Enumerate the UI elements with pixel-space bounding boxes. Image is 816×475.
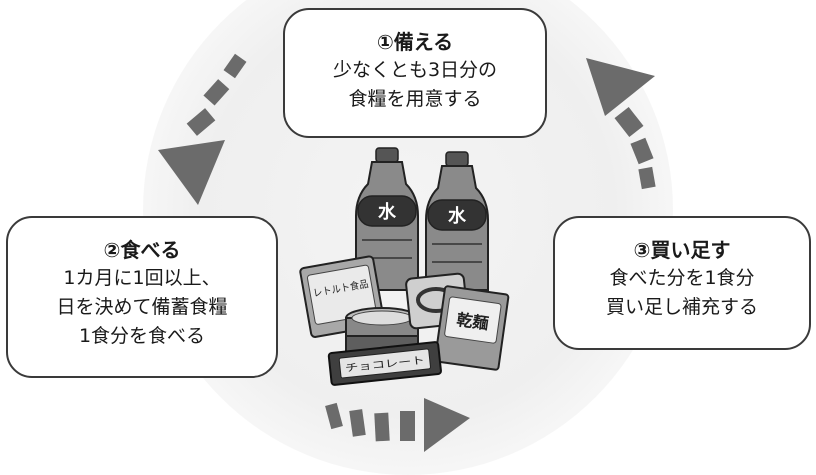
step-1-box: ①備える 少なくとも3日分の 食糧を用意する <box>283 8 547 138</box>
bottle-left-label: 水 <box>378 201 397 223</box>
canned-food <box>345 307 419 361</box>
step-3-title: ③買い足す <box>633 238 731 262</box>
step-1-line-2: 食糧を用意する <box>348 88 482 110</box>
arrow-step2-to-step3 <box>325 398 470 452</box>
step-2-line-1: 1カ月に1回以上、 <box>63 267 221 289</box>
step-3-line-1: 食べた分を1食分 <box>609 267 755 289</box>
arrow-step3-to-step1 <box>586 58 656 190</box>
step-1-title: ①備える <box>376 30 454 54</box>
cycle-arrows <box>158 53 656 452</box>
bottle-right-label: 水 <box>448 205 467 227</box>
step-2-line-3: 1食分を食べる <box>78 325 206 347</box>
step-2-line-2: 日を決めて備蓄食糧 <box>56 296 228 318</box>
step-1-line-1: 少なくとも3日分の <box>332 59 498 81</box>
step-2-title: ②食べる <box>103 238 181 262</box>
stockpile-illustration: 水 水 レトルト食品 乾麺 チョコレート <box>299 147 510 386</box>
arrow-step1-to-step2 <box>158 53 247 205</box>
step-3-line-2: 買い足し補充する <box>605 296 758 318</box>
step-3-box: ③買い足す 食べた分を1食分 買い足し補充する <box>553 216 811 350</box>
water-bottle-right: 水 <box>425 151 489 291</box>
dried-noodles: 乾麺 <box>434 285 510 371</box>
step-2-box: ②食べる 1カ月に1回以上、 日を決めて備蓄食糧 1食分を食べる <box>6 216 278 378</box>
chocolate-bar: チョコレート <box>327 341 442 386</box>
noodle-label: 乾麺 <box>455 310 489 333</box>
